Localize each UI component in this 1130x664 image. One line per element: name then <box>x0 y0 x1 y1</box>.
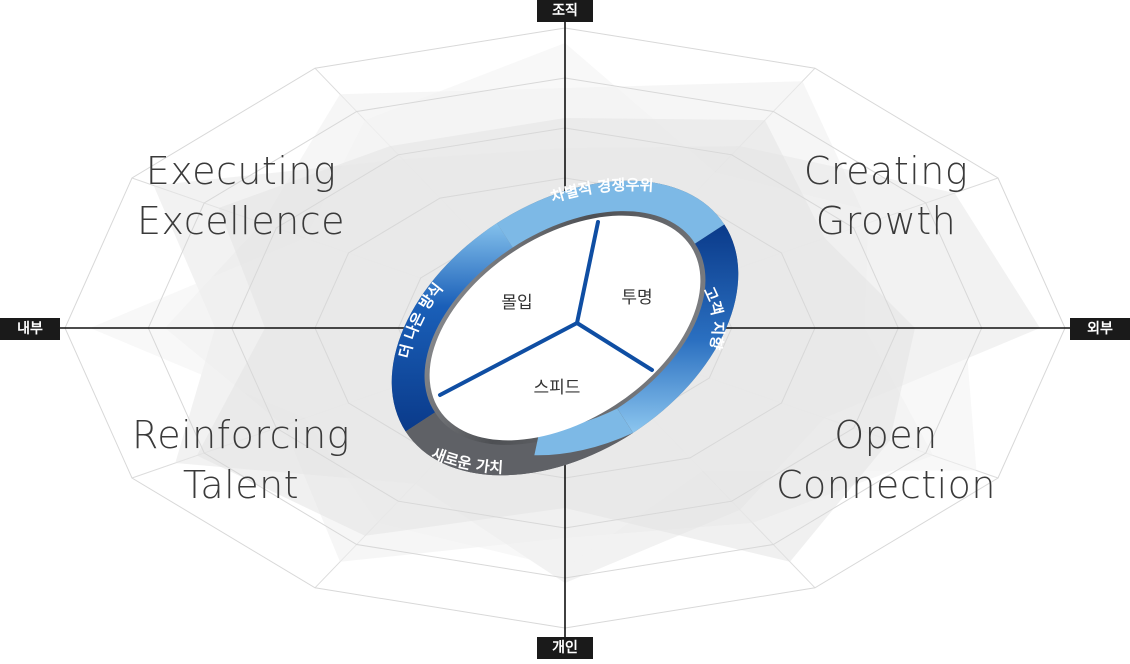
quadrant-top-left-line2: Excellence <box>137 199 345 243</box>
axis-tag-left: 내부 <box>0 318 60 340</box>
quadrant-top-left-line1: Executing <box>145 149 337 193</box>
quadrant-bottom-right-line1: Open <box>834 413 938 457</box>
ring-gray-bottom <box>405 408 634 476</box>
quadrant-top-right-line1: Creating <box>803 149 969 193</box>
ring-blue-top <box>391 223 513 432</box>
core-value-upper-left: 몰입 <box>501 293 533 313</box>
quadrant-bottom-left-line1: Reinforcing <box>132 413 350 457</box>
core-value-bottom: 스피드 <box>533 378 581 398</box>
ring-lightblue-bottom <box>534 408 634 456</box>
axis-tag-right: 외부 <box>1070 318 1130 340</box>
ring-lightblue-top <box>496 180 725 248</box>
quadrant-top-right: Creating Growth <box>736 146 1036 246</box>
axis-tag-top: 조직 <box>537 0 593 22</box>
axis-tag-bottom: 개인 <box>537 637 593 659</box>
spoke-right <box>575 321 654 372</box>
ring-blue-bottom <box>617 224 739 433</box>
quadrant-bottom-left-line2: Talent <box>182 463 300 507</box>
spoke-top <box>575 220 600 325</box>
spoke-left <box>438 321 579 397</box>
quadrant-bottom-left: Reinforcing Talent <box>91 410 391 510</box>
quadrant-top-left: Executing Excellence <box>91 146 391 246</box>
quadrant-bottom-right: Open Connection <box>736 410 1036 510</box>
core-value-upper-right: 투명 <box>621 288 653 308</box>
core-spokes <box>438 220 654 397</box>
quadrant-top-right-line2: Growth <box>815 199 957 243</box>
quadrant-bottom-right-line2: Connection <box>775 463 996 507</box>
